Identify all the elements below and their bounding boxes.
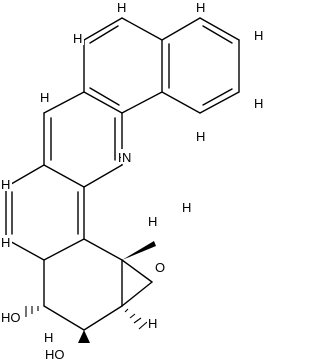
hydrogen-label: H — [254, 96, 263, 111]
hydroxyl-label: HO — [45, 347, 65, 362]
pyridine-ring — [43, 91, 123, 188]
hydrogen-label: H — [196, 0, 205, 15]
middle-ring — [5, 164, 85, 261]
hydrogen-label: H — [196, 129, 205, 144]
hydrogen-label: H — [1, 177, 10, 192]
hashed-bond-bottom — [124, 308, 148, 330]
hydrogen-label: H — [254, 28, 263, 43]
epoxide-oxygen-label: O — [155, 260, 165, 275]
benzo-ring-top — [161, 17, 240, 114]
stereo-hydrogen-label: H — [148, 214, 157, 229]
hydrogen-label: H — [182, 200, 191, 215]
naphtho-ring — [83, 17, 163, 114]
dihydrodiol-epoxide-ring — [25, 238, 156, 343]
stereo-hydrogen-label: H — [148, 316, 157, 331]
hydroxyl-label: HO — [1, 310, 21, 325]
hashed-bond-left — [25, 306, 39, 317]
chemical-structure: H H H H H H H H H H H H N H O H HO HO — [0, 0, 265, 362]
hydrogen-label: H — [1, 235, 10, 250]
hydrogen-label: H — [40, 90, 49, 105]
hydrogen-label: H — [44, 330, 53, 345]
hydrogen-label: H — [73, 31, 82, 46]
hydrogen-label: H — [117, 0, 126, 15]
nitrogen-label: N — [122, 150, 131, 165]
